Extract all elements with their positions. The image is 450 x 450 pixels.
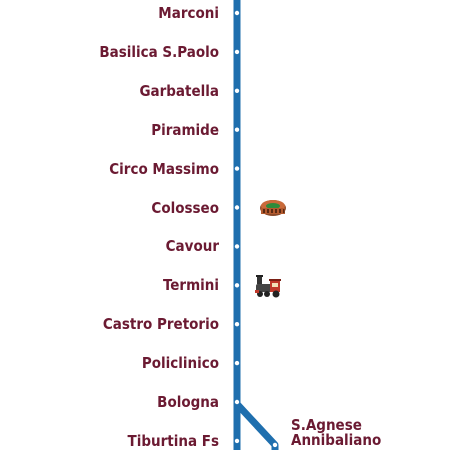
station-label[interactable]: Basilica S.Paolo (99, 42, 219, 61)
station-label[interactable]: Bologna (157, 393, 219, 411)
station-marker[interactable] (234, 166, 240, 171)
line-track-branch (234, 401, 279, 450)
station-marker[interactable] (234, 205, 240, 210)
station-marker[interactable] (234, 283, 240, 288)
station-label[interactable]: Circo Massimo (109, 159, 219, 178)
station-marker[interactable] (234, 360, 240, 366)
station-label[interactable]: Tiburtina Fs (127, 431, 220, 450)
station-label-s-agnese-annibaliano[interactable]: S.Agnese Annibaliano (291, 418, 381, 448)
station-marker[interactable] (234, 88, 240, 94)
station-label[interactable]: Termini (163, 276, 219, 295)
station-marker[interactable] (234, 438, 240, 444)
branch-station-name-line1: S.Agnese (291, 416, 362, 434)
station-label[interactable]: Policlinico (141, 354, 219, 373)
station-marker-branch[interactable] (272, 442, 278, 448)
station-label[interactable]: Colosseo (151, 198, 219, 217)
station-marker[interactable] (234, 127, 240, 132)
station-label[interactable]: Piramide (151, 120, 219, 139)
train-icon (253, 272, 283, 302)
station-marker[interactable] (234, 399, 240, 405)
station-marker[interactable] (234, 10, 240, 16)
station-label[interactable]: Cavour (165, 237, 219, 256)
station-label[interactable]: Garbatella (139, 81, 219, 100)
colosseum-icon (258, 196, 288, 218)
station-marker[interactable] (234, 322, 240, 327)
station-marker[interactable] (234, 49, 240, 55)
station-label[interactable]: Castro Pretorio (102, 315, 219, 334)
branch-station-name-line2: Annibaliano (291, 431, 382, 449)
station-marker[interactable] (234, 244, 240, 249)
station-label[interactable]: Marconi (158, 4, 219, 22)
